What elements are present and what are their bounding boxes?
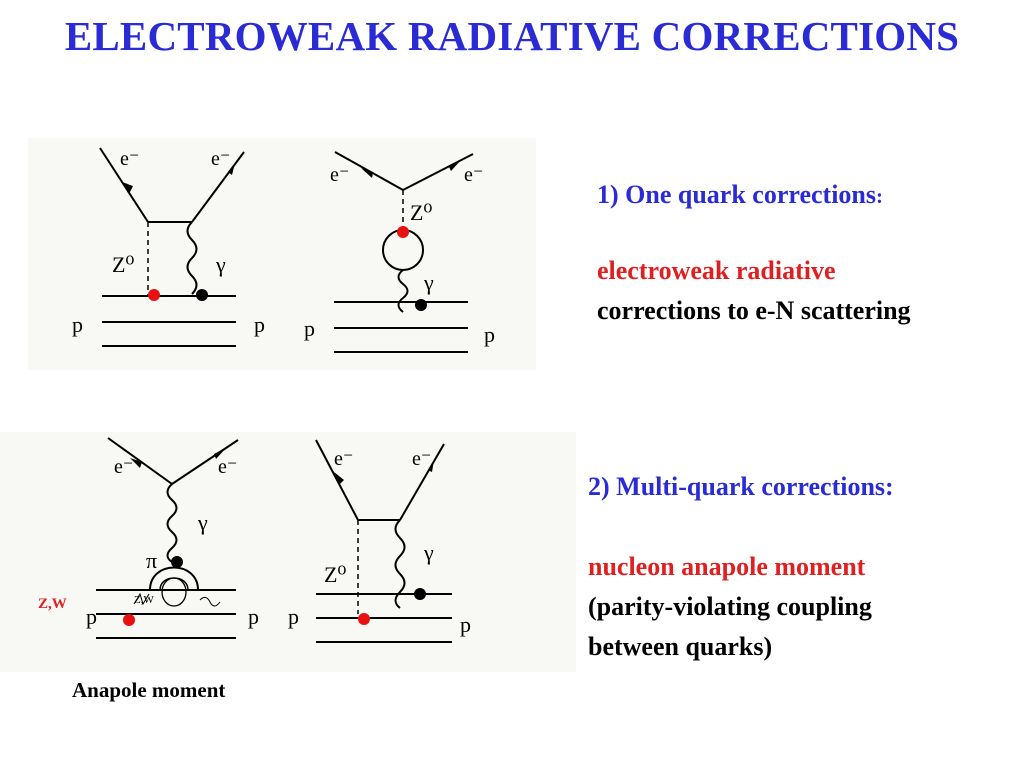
diagram-z-gamma-exchange: [99, 147, 245, 347]
section1-heading-colon: :: [876, 184, 883, 208]
diagram-z-gamma-multi-quark: [315, 439, 452, 643]
diagram-z-loop: [334, 151, 474, 353]
multi-quark-diagrams: [96, 437, 452, 643]
red-vertex-dot: [397, 226, 409, 238]
proton-label-in: p: [304, 316, 315, 341]
photon-label: γ: [198, 510, 208, 535]
proton-label-out: p: [254, 312, 265, 337]
section1-line2: corrections to e-N scattering: [597, 296, 911, 325]
z-boson-label: Z⁰: [324, 562, 347, 587]
photon-label: γ: [424, 270, 434, 295]
one-quark-diagrams-panel: e⁻ e⁻ Z⁰ γ p p e⁻ e⁻ Z⁰ γ p p: [28, 138, 536, 370]
proton-label-in: p: [86, 604, 97, 629]
section1-line1: electroweak radiative: [597, 256, 836, 285]
black-vertex-dot: [415, 299, 427, 311]
section1-heading-text: 1) One quark corrections: [597, 180, 876, 209]
electron-label-in: e⁻: [120, 148, 140, 170]
red-vertex-dot: [148, 289, 160, 301]
photon-label: γ: [216, 252, 226, 277]
section2-line2: (parity-violating coupling: [588, 592, 872, 621]
proton-label-out: p: [248, 604, 259, 629]
red-vertex-dot: [123, 614, 135, 626]
black-vertex-dot: [171, 556, 183, 568]
section2-heading: 2) Multi-quark corrections:: [588, 472, 894, 501]
z-boson-label: Z⁰: [410, 200, 433, 225]
black-vertex-dot: [414, 588, 426, 600]
zw-small-label: Z,W: [134, 594, 154, 606]
proton-label-in: p: [72, 312, 83, 337]
electron-label-out: e⁻: [412, 448, 432, 470]
electron-label-in: e⁻: [334, 448, 354, 470]
section2-line3: between quarks): [588, 632, 773, 661]
electron-label-in: e⁻: [114, 456, 134, 478]
electron-label-out: e⁻: [211, 148, 231, 170]
electron-label-in: e⁻: [330, 164, 350, 186]
z-boson-label: Z⁰: [112, 252, 135, 277]
red-vertex-dot: [358, 613, 370, 625]
slide-title: ELECTROWEAK RADIATIVE CORRECTIONS: [64, 13, 960, 59]
zw-label: Z,W: [38, 596, 67, 612]
black-vertex-dot: [196, 289, 208, 301]
pion-label: π: [146, 548, 158, 573]
electron-label-out: e⁻: [218, 456, 238, 478]
proton-label-out: p: [460, 612, 471, 637]
diagram-anapole-pion-loop: [96, 437, 239, 639]
multi-quark-diagrams-panel: e⁻ e⁻ γ π Z,W p p e⁻ e⁻ Z⁰ γ p p: [0, 432, 576, 672]
section1-heading: 1) One quark corrections:: [597, 180, 883, 210]
proton-label-in: p: [288, 604, 299, 629]
one-quark-diagrams: [99, 147, 474, 353]
anapole-caption: Anapole moment: [72, 678, 226, 702]
proton-label-out: p: [484, 322, 495, 347]
electron-label-out: e⁻: [464, 164, 484, 186]
photon-label: γ: [424, 540, 434, 565]
section2-line1: nucleon anapole moment: [588, 552, 866, 581]
